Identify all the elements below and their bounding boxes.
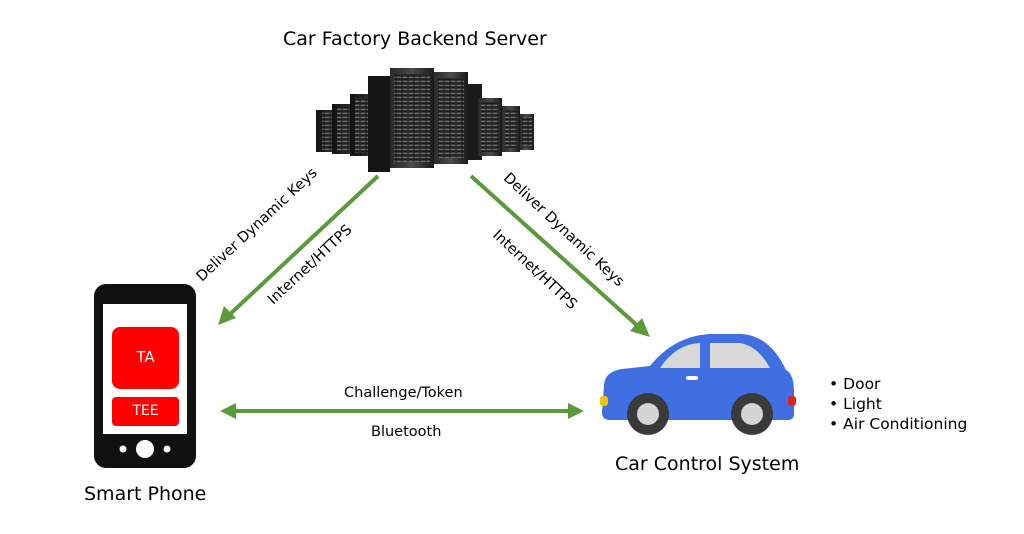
arrow-phone-car [220, 403, 584, 419]
tee-block [112, 397, 179, 426]
car-feature-list: Door Light Air Conditioning [829, 374, 967, 434]
car-icon [600, 334, 796, 435]
tee-label: TEE [132, 403, 159, 419]
server-label: Car Factory Backend Server [283, 28, 547, 50]
car-label: Car Control System [615, 453, 800, 475]
edge-bottom-bottom-label: Bluetooth [371, 424, 442, 440]
edge-bottom-top-label: Challenge/Token [344, 385, 463, 401]
ta-label: TA [136, 348, 155, 366]
feature-air-conditioning: Air Conditioning [829, 414, 967, 434]
arrow-server-to-phone [218, 174, 380, 325]
server-rack-icon [316, 68, 534, 172]
feature-light: Light [829, 394, 967, 414]
phone-label: Smart Phone [84, 483, 207, 505]
smart-phone-icon [94, 284, 196, 468]
arrow-server-to-car [469, 174, 650, 337]
feature-door: Door [829, 374, 967, 394]
ta-block [112, 327, 179, 389]
